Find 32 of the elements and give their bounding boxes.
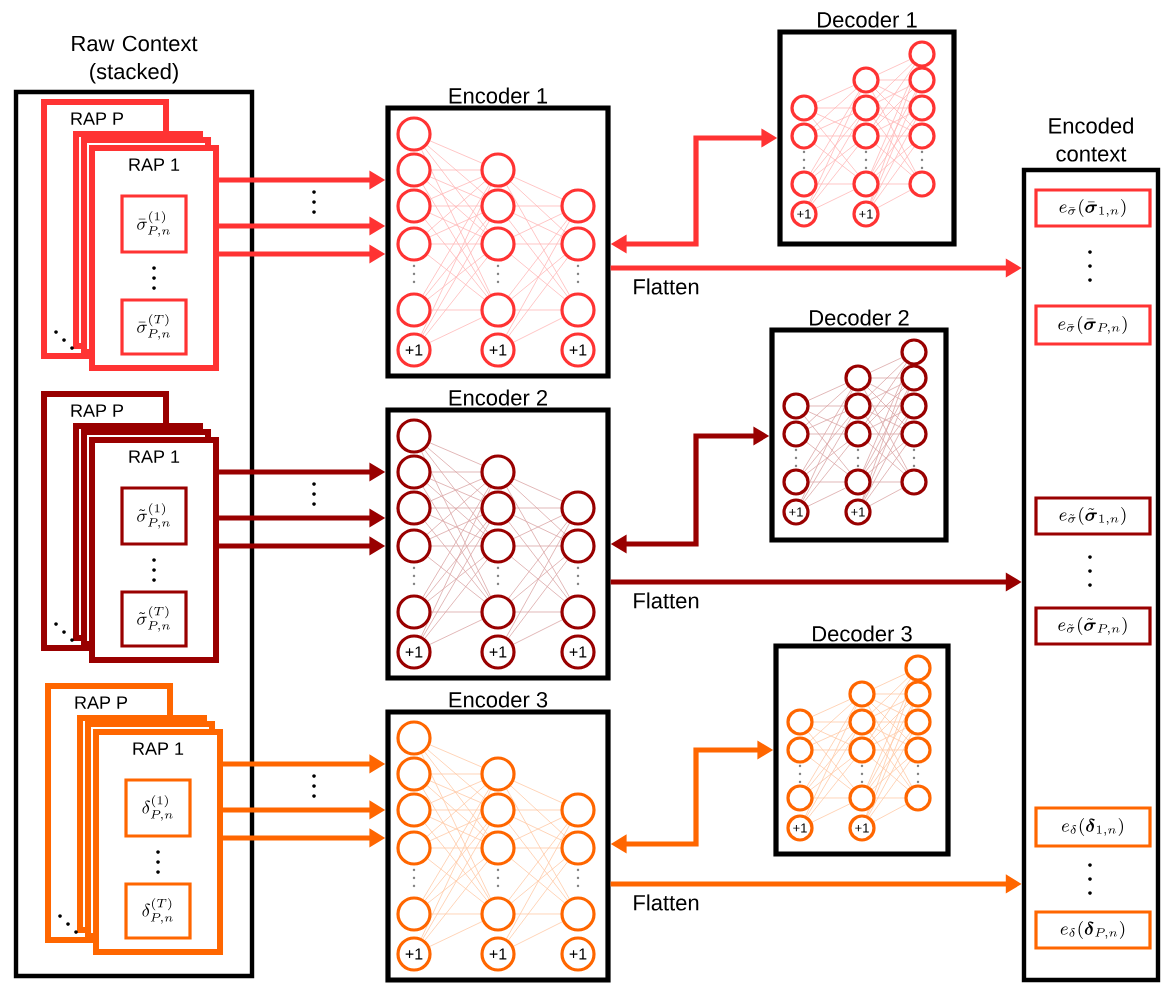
formula-cell: $e_{\bar{\sigma}}(\bar{\boldsymbol{\sigma}}_{1,n})$	[1034, 188, 1152, 228]
node-label: Decoder 2	[810, 309, 909, 326]
node-label: Encoder 3	[449, 691, 548, 708]
node-label: Encoder 1	[449, 87, 548, 104]
edge-label: Flatten	[630, 590, 702, 611]
formula-cell: $\bar{\sigma}_{P,n}^{(T)}$	[120, 298, 188, 356]
formula-cell: $e_{\delta}(\boldsymbol{\delta}_{1,n})$	[1034, 806, 1152, 848]
node-label: Encoder 2	[449, 389, 548, 406]
bias-label: +1	[489, 948, 507, 960]
edge-label: Flatten	[630, 892, 702, 913]
formula-cell: $e_{\tilde{\sigma}}(\tilde{\boldsymbol{\sigma}}_{P,n})$	[1034, 606, 1152, 646]
bias-label: +1	[569, 948, 587, 960]
formula-cell: $\tilde{\sigma}_{P,n}^{(1)}$	[120, 486, 188, 546]
formula-cell: $\delta_{P,n}^{(1)}$	[124, 778, 192, 838]
formula-cell: $\delta_{P,n}^{(T)}$	[124, 882, 192, 940]
formula-cell: $\bar{\sigma}_{P,n}^{(1)}$	[120, 194, 188, 254]
edge-label: Flatten	[630, 276, 702, 297]
formula-cell: $e_{\delta}(\boldsymbol{\delta}_{P,n})$	[1034, 910, 1152, 950]
bias-label: +1	[405, 948, 423, 960]
bias-label: +1	[489, 646, 507, 658]
bias-label: +1	[569, 344, 587, 356]
node-label: Encoded context	[1049, 117, 1133, 162]
formula-cell: $\tilde{\sigma}_{P,n}^{(T)}$	[120, 590, 188, 648]
node-label: Raw Context (stacked)	[72, 35, 198, 84]
bias-label: +1	[405, 646, 423, 658]
bias-label: +1	[405, 344, 423, 356]
node-label: Decoder 3	[813, 625, 912, 642]
bias-label: +1	[569, 646, 587, 658]
formula-cell: $e_{\tilde{\sigma}}(\tilde{\boldsymbol{\sigma}}_{1,n})$	[1034, 496, 1152, 536]
node-label: Decoder 1	[818, 11, 917, 28]
formula-cell: $e_{\bar{\sigma}}(\bar{\boldsymbol{\sigma}}_{P,n})$	[1034, 304, 1152, 346]
bias-label: +1	[489, 344, 507, 356]
